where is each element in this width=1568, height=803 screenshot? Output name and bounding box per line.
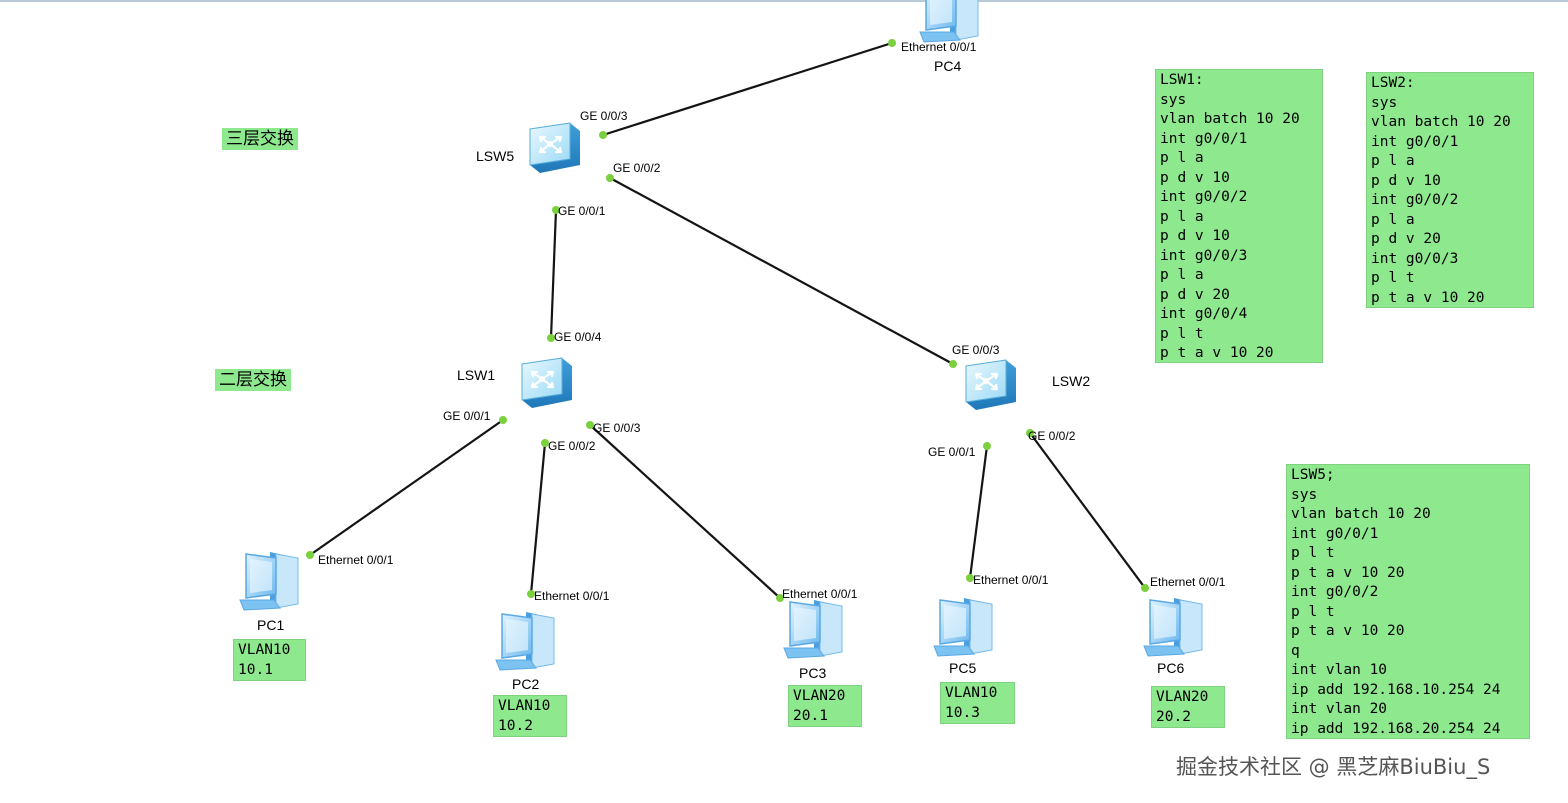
port-label: GE 0/0/3 bbox=[593, 421, 641, 435]
lsw5-label: LSW5 bbox=[476, 148, 514, 164]
pc6-icon[interactable] bbox=[1143, 597, 1203, 657]
link-lsw1-pc3 bbox=[589, 424, 781, 599]
pc4-icon[interactable] bbox=[919, 0, 979, 43]
window-top-border bbox=[0, 0, 1568, 2]
pc3-icon[interactable] bbox=[783, 599, 843, 659]
port-dot bbox=[541, 439, 549, 447]
link-lsw5-lsw1 bbox=[549, 209, 558, 339]
port-dots bbox=[306, 39, 1149, 602]
link-lsw2-pc6 bbox=[1029, 432, 1146, 589]
link-lsw1-pc1 bbox=[309, 419, 504, 556]
port-label: Ethernet 0/0/1 bbox=[318, 553, 394, 567]
port-label: Ethernet 0/0/1 bbox=[973, 573, 1049, 587]
pc1-icon[interactable] bbox=[239, 551, 299, 611]
port-label: GE 0/0/2 bbox=[613, 161, 661, 175]
switch-lsw2-icon[interactable] bbox=[964, 358, 1018, 412]
port-label: GE 0/0/2 bbox=[1028, 429, 1076, 443]
port-dot bbox=[888, 39, 896, 47]
pc2-label: PC2 bbox=[512, 676, 539, 692]
pc5-icon[interactable] bbox=[933, 597, 993, 657]
port-label: GE 0/0/3 bbox=[952, 343, 1000, 357]
port-dot bbox=[552, 206, 560, 214]
switch-lsw1-icon[interactable] bbox=[520, 356, 574, 410]
port-dot bbox=[586, 421, 594, 429]
pc3-label: PC3 bbox=[799, 665, 826, 681]
port-dot bbox=[527, 590, 535, 598]
port-label: Ethernet 0/0/1 bbox=[901, 40, 977, 54]
lsw2-label: LSW2 bbox=[1052, 373, 1090, 389]
pc4-label: PC4 bbox=[934, 58, 961, 74]
port-label: GE 0/0/1 bbox=[558, 204, 606, 218]
vlan-note-pc3: VLAN20 20.1 bbox=[788, 685, 862, 727]
vlan-note-pc5: VLAN10 10.3 bbox=[940, 682, 1015, 724]
port-dot bbox=[776, 594, 784, 602]
lsw1-label: LSW1 bbox=[457, 367, 495, 383]
port-dot bbox=[983, 442, 991, 450]
port-label: Ethernet 0/0/1 bbox=[534, 589, 610, 603]
port-label: GE 0/0/4 bbox=[554, 330, 602, 344]
port-dot bbox=[1026, 429, 1034, 437]
watermark: 掘金技术社区 @ 黑芝麻BiuBiu_S bbox=[1176, 755, 1491, 779]
port-label: GE 0/0/1 bbox=[443, 409, 491, 423]
zone-label-layer3: 三层交换 bbox=[222, 128, 298, 150]
link-lsw2-pc5 bbox=[968, 445, 989, 579]
zone-label-layer2: 二层交换 bbox=[215, 369, 291, 391]
port-label: Ethernet 0/0/1 bbox=[782, 587, 858, 601]
vlan-note-pc2: VLAN10 10.2 bbox=[493, 695, 567, 737]
pc1-label: PC1 bbox=[257, 617, 284, 633]
port-dot bbox=[949, 360, 957, 368]
switch-lsw5-icon[interactable] bbox=[528, 121, 582, 175]
vlan-note-pc1: VLAN10 10.1 bbox=[233, 639, 306, 681]
link-lsw1-pc2 bbox=[529, 442, 547, 595]
pc6-label: PC6 bbox=[1157, 660, 1184, 676]
port-dot bbox=[966, 574, 974, 582]
config-note-lsw5: LSW5; sys vlan batch 10 20 int g0/0/1 p … bbox=[1286, 464, 1530, 739]
port-dot bbox=[606, 174, 614, 182]
port-label: GE 0/0/2 bbox=[548, 439, 596, 453]
pc5-label: PC5 bbox=[949, 660, 976, 676]
port-label: GE 0/0/3 bbox=[580, 109, 628, 123]
pc2-icon[interactable] bbox=[495, 611, 555, 671]
port-dot bbox=[547, 334, 555, 342]
port-label: GE 0/0/1 bbox=[928, 445, 976, 459]
link-lsw5-pc4 bbox=[602, 41, 893, 137]
port-dot bbox=[499, 416, 507, 424]
config-note-lsw2: LSW2: sys vlan batch 10 20 int g0/0/1 p … bbox=[1366, 72, 1534, 308]
link-lsw5-lsw2 bbox=[609, 177, 954, 365]
port-dot bbox=[599, 131, 607, 139]
port-dot bbox=[1141, 584, 1149, 592]
vlan-note-pc6: VLAN20 20.2 bbox=[1151, 686, 1225, 728]
port-dot bbox=[306, 551, 314, 559]
config-note-lsw1: LSW1: sys vlan batch 10 20 int g0/0/1 p … bbox=[1155, 69, 1323, 363]
port-label: Ethernet 0/0/1 bbox=[1150, 575, 1226, 589]
